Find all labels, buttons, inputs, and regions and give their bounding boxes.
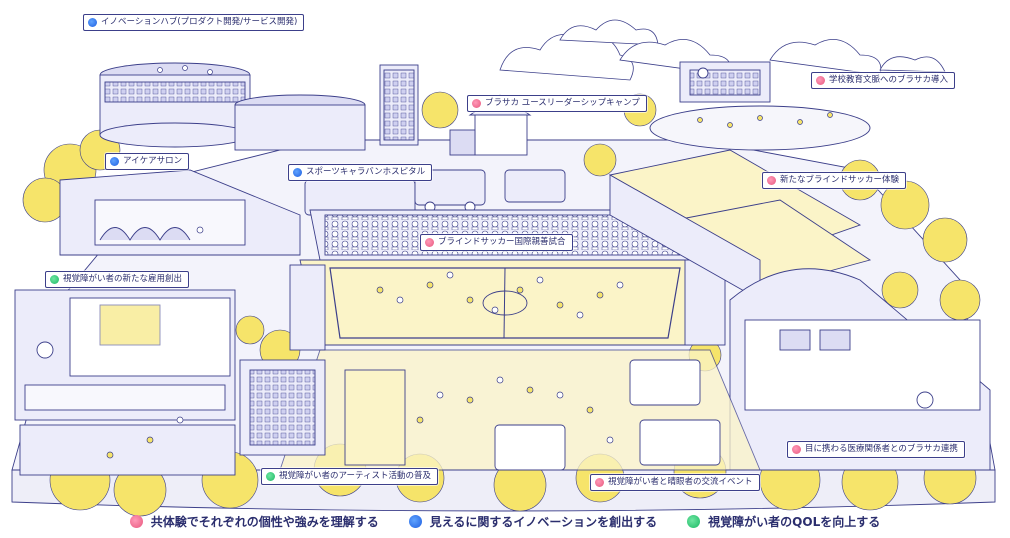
legend-item-pink: 共体験でそれぞれの個性や強みを理解する bbox=[129, 513, 379, 530]
exchange-plaza bbox=[239, 349, 761, 471]
label-leadership-camp: ブラサカ ユースリーダーシップキャンプ bbox=[467, 95, 647, 112]
legend-item-green: 視覚障がい者のQOLを向上する bbox=[687, 513, 880, 530]
clouds bbox=[499, 19, 946, 81]
legend-text: 共体験でそれぞれの個性や強みを理解する bbox=[150, 514, 379, 529]
label-exchange: 視覚障がい者と晴眼者の交流イベント bbox=[590, 474, 760, 491]
category-dot-icon bbox=[50, 275, 59, 284]
people bbox=[106, 65, 833, 459]
label-text: ブラインドサッカー国際親善試合 bbox=[438, 237, 566, 247]
category-dot-icon bbox=[792, 445, 801, 454]
legend-text: 視覚障がい者のQOLを向上する bbox=[708, 514, 881, 529]
label-text: 視覚障がい者と晴眼者の交流イベント bbox=[608, 477, 753, 487]
employment-office bbox=[14, 289, 236, 476]
school-building bbox=[649, 61, 871, 151]
category-dot-icon bbox=[88, 18, 97, 27]
category-dot-icon bbox=[472, 99, 481, 108]
category-dot-icon bbox=[266, 472, 275, 481]
label-text: 視覚障がい者の新たな雇用創出 bbox=[63, 274, 183, 284]
label-innovation-hub: イノベーションハブ(プロダクト開発/サービス開発) bbox=[83, 14, 305, 31]
medical-building bbox=[729, 268, 991, 471]
category-dot-icon bbox=[595, 478, 604, 487]
category-dot-icon bbox=[425, 238, 434, 247]
category-dot-icon bbox=[816, 76, 825, 85]
eye-salon-building bbox=[59, 169, 301, 256]
label-text: ブラサカ ユースリーダーシップキャンプ bbox=[485, 98, 640, 108]
label-text: 新たなブラインドサッカー体験 bbox=[780, 175, 900, 185]
category-dot-icon bbox=[293, 168, 302, 177]
label-eye-salon: アイケアサロン bbox=[105, 153, 190, 170]
label-text: 目に携わる医療関係者とのブラサカ連携 bbox=[805, 444, 958, 454]
label-employment: 視覚障がい者の新たな雇用創出 bbox=[45, 271, 190, 288]
label-sports-caravan: スポーツキャラバンホスピタル bbox=[288, 164, 433, 181]
category-dot-icon bbox=[767, 176, 776, 185]
label-text: 学校教育文脈へのブラサカ導入 bbox=[829, 75, 949, 85]
label-text: イノベーションハブ(プロダクト開発/サービス開発) bbox=[101, 17, 298, 27]
label-text: スポーツキャラバンホスピタル bbox=[306, 167, 426, 177]
legend-item-blue: 見えるに関するイノベーションを創出する bbox=[408, 513, 658, 530]
label-intl-match: ブラインドサッカー国際親善試合 bbox=[420, 234, 573, 251]
label-school-intro: 学校教育文脈へのブラサカ導入 bbox=[811, 72, 956, 89]
pink-dot-icon bbox=[129, 514, 143, 528]
rooftop-courts bbox=[608, 149, 872, 301]
label-medical: 目に携わる医療関係者とのブラサカ連携 bbox=[787, 441, 965, 458]
label-new-soccer: 新たなブラインドサッカー体験 bbox=[762, 172, 907, 189]
label-text: 視覚障がい者のアーティスト活動の普及 bbox=[279, 471, 431, 481]
innovation-hub-building bbox=[99, 62, 419, 151]
blue-dot-icon bbox=[408, 514, 422, 528]
green-dot-icon bbox=[687, 514, 701, 528]
category-dot-icon bbox=[110, 157, 119, 166]
label-text: アイケアサロン bbox=[123, 156, 183, 166]
legend: 共体験でそれぞれの個性や強みを理解する 見えるに関するイノベーションを創出する … bbox=[0, 506, 1010, 536]
caravans bbox=[304, 169, 566, 223]
label-artist: 視覚障がい者のアーティスト活動の普及 bbox=[261, 468, 438, 485]
legend-text: 見えるに関するイノベーションを創出する bbox=[429, 514, 658, 529]
